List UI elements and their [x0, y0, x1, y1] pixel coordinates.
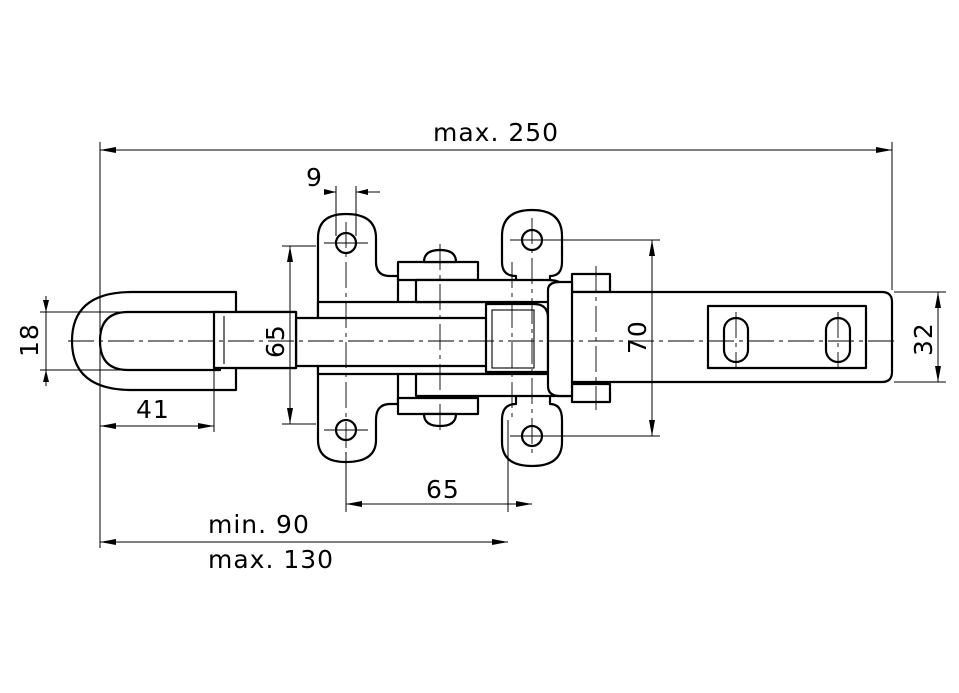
dim-mount-height-left: 65 — [261, 324, 290, 358]
dim-stroke-max: max. 130 — [208, 545, 334, 574]
lever-hinge-cover — [546, 280, 574, 398]
knuckle-block — [484, 302, 550, 374]
lower-spacer — [396, 396, 480, 416]
dim-handle-width: 18 — [15, 323, 44, 357]
hinge-pin-bottom — [570, 382, 612, 404]
knuckle-inner — [491, 309, 535, 369]
centre-lines — [68, 218, 896, 458]
dim-hole-distance: 65 — [426, 475, 460, 504]
dim-hook-width: 32 — [909, 322, 938, 356]
dimension-lines — [40, 142, 946, 548]
bolt-sleeve-front — [212, 310, 298, 370]
dim-overall-length: max. 250 — [433, 118, 559, 147]
dim-stroke-min: min. 90 — [208, 510, 310, 539]
clamp-outline — [70, 208, 894, 468]
dim-bolt-length: 41 — [136, 395, 170, 424]
dim-mount-height-right: 70 — [623, 320, 652, 354]
hinge-pin-top — [570, 272, 612, 294]
plunger-rod — [294, 316, 494, 368]
upper-spacer — [396, 260, 480, 282]
dim-hole-spacing: 9 — [306, 163, 323, 192]
